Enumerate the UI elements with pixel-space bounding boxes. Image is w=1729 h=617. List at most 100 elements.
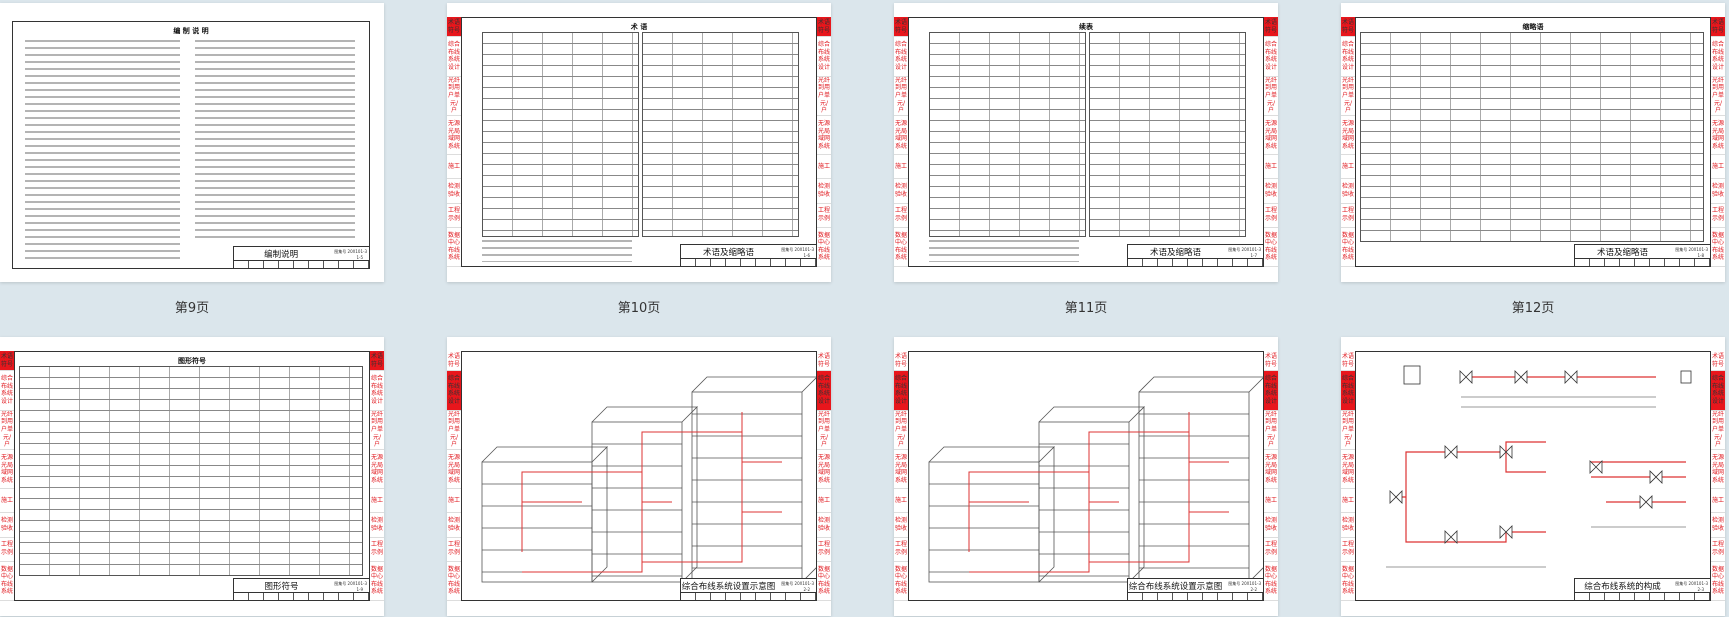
page-label[interactable]: 第12页 [1511,301,1555,316]
side-tab: 工程示例 [1341,538,1355,562]
side-tab: 检测验收 [1264,179,1278,204]
side-tab: 无源光局域网系统 [447,116,461,156]
page-label[interactable]: 第9页 [174,301,210,316]
side-tab: 术语符号 [894,351,908,372]
side-tab: 数据中心布线系统 [817,228,831,267]
side-tab: 无源光局域网系统 [1341,116,1355,156]
side-tab: 无源光局域网系统 [894,450,908,490]
side-tab: 数据中心布线系统 [1264,228,1278,267]
atlas-number: 图集号 20X101-3 [1675,581,1708,586]
page-thumbnail[interactable]: 术语符号综合布线系统设计光纤到用户单元/户无源光局域网系统施工检测验收工程示例数… [894,337,1278,616]
side-tabs-left: 术语符号综合布线系统设计光纤到用户单元/户无源光局域网系统施工检测验收工程示例数… [0,351,14,601]
side-tab: 施工 [1264,155,1278,180]
side-tab: 综合布线系统设计 [817,37,831,77]
side-tab: 工程示例 [817,204,831,228]
page-label[interactable]: 第11页 [1064,301,1108,316]
terms-table [482,32,639,237]
side-tab: 检测验收 [1341,179,1355,204]
side-tab: 工程示例 [1264,204,1278,228]
side-tab: 综合布线系统设计 [1341,371,1355,411]
side-tab: 术语符号 [1264,351,1278,372]
side-tab: 光纤到用户单元/户 [447,410,461,451]
side-tab: 数据中心布线系统 [370,562,384,601]
side-tab: 综合布线系统设计 [447,371,461,411]
side-tab: 工程示例 [1711,204,1725,228]
side-tab: 工程示例 [894,204,908,228]
sheet-number: 2-2 [803,587,810,592]
sheet-heading: 编 制 说 明 [173,27,209,35]
page-label[interactable]: 第10页 [617,301,661,316]
sheet-title-text: 综合布线系统的构成 [1584,582,1661,592]
side-tab: 综合布线系统设计 [447,37,461,77]
signature-row [1575,258,1710,266]
sheet-title-text: 综合布线系统设置示意图 [681,582,776,592]
side-tab: 数据中心布线系统 [1711,562,1725,601]
text-block [195,40,355,240]
side-tab: 施工 [447,489,461,514]
side-tabs-right: 术语符号综合布线系统设计光纤到用户单元/户无源光局域网系统施工检测验收工程示例数… [1711,17,1725,267]
side-tab: 综合布线系统设计 [0,371,14,411]
side-tab: 工程示例 [817,538,831,562]
side-tab: 术语符号 [447,17,461,38]
terms-table [642,32,799,237]
page-thumbnail[interactable]: 术语符号综合布线系统设计光纤到用户单元/户无源光局域网系统施工检测验收工程示例数… [447,3,831,282]
side-tab: 光纤到用户单元/户 [370,410,384,451]
symbol-table [19,366,363,576]
page-thumbnail[interactable]: 术语符号综合布线系统设计光纤到用户单元/户无源光局域网系统施工检测验收工程示例数… [894,3,1278,282]
side-tab: 术语符号 [370,351,384,372]
side-tab: 施工 [894,489,908,514]
side-tab: 检测验收 [1341,513,1355,538]
side-tab: 术语符号 [1341,351,1355,372]
side-tab: 施工 [1711,489,1725,514]
side-tab: 数据中心布线系统 [817,562,831,601]
side-tab: 术语符号 [1711,351,1725,372]
sheet-heading: 图形符号 [178,357,206,365]
sheet-title-text: 术语及缩略语 [703,248,755,258]
side-tab: 检测验收 [370,513,384,538]
side-tab: 数据中心布线系统 [1341,228,1355,267]
side-tab: 光纤到用户单元/户 [447,76,461,117]
side-tab: 光纤到用户单元/户 [0,410,14,451]
page-thumbnail[interactable]: 术语符号综合布线系统设计光纤到用户单元/户无源光局域网系统施工检测验收工程示例数… [1341,3,1725,282]
side-tabs-left: 术语符号综合布线系统设计光纤到用户单元/户无源光局域网系统施工检测验收工程示例数… [894,351,908,601]
atlas-number: 图集号 20X101-3 [1675,247,1708,252]
side-tabs-right: 术语符号综合布线系统设计光纤到用户单元/户无源光局域网系统施工检测验收工程示例数… [1264,17,1278,267]
side-tab: 无源光局域网系统 [1711,116,1725,156]
side-tab: 无源光局域网系统 [817,450,831,490]
side-tab: 工程示例 [447,204,461,228]
side-tabs-right: 术语符号综合布线系统设计光纤到用户单元/户无源光局域网系统施工检测验收工程示例数… [1264,351,1278,601]
side-tab: 施工 [1264,489,1278,514]
sheet-title-text: 编制说明 [264,250,299,260]
side-tab: 光纤到用户单元/户 [1341,76,1355,117]
side-tab: 综合布线系统设计 [894,37,908,77]
page-thumbnail[interactable]: 术语符号综合布线系统设计光纤到用户单元/户无源光局域网系统施工检测验收工程示例数… [0,337,384,616]
atlas-number: 图集号 20X101-3 [781,581,814,586]
page-thumbnail[interactable]: 术语符号综合布线系统设计光纤到用户单元/户无源光局域网系统施工检测验收工程示例数… [1341,337,1725,616]
atlas-number: 图集号 20X101-3 [781,247,814,252]
side-tab: 检测验收 [0,513,14,538]
side-tabs-left: 术语符号综合布线系统设计光纤到用户单元/户无源光局域网系统施工检测验收工程示例数… [447,17,461,267]
side-tab: 施工 [1341,489,1355,514]
side-tab: 综合布线系统设计 [1711,371,1725,411]
side-tab: 综合布线系统设计 [1264,37,1278,77]
side-tab: 检测验收 [817,179,831,204]
signature-row [681,258,816,266]
page-thumbnail[interactable]: 术语符号综合布线系统设计光纤到用户单元/户无源光局域网系统施工检测验收工程示例数… [447,337,831,616]
note-text [929,240,1079,262]
text-block [25,40,180,262]
side-tab: 工程示例 [1264,538,1278,562]
side-tabs-left: 术语符号综合布线系统设计光纤到用户单元/户无源光局域网系统施工检测验收工程示例数… [1341,17,1355,267]
side-tab: 施工 [817,155,831,180]
side-tab: 术语符号 [894,17,908,38]
side-tab: 施工 [894,155,908,180]
building-wiring-diagram [928,376,1263,583]
